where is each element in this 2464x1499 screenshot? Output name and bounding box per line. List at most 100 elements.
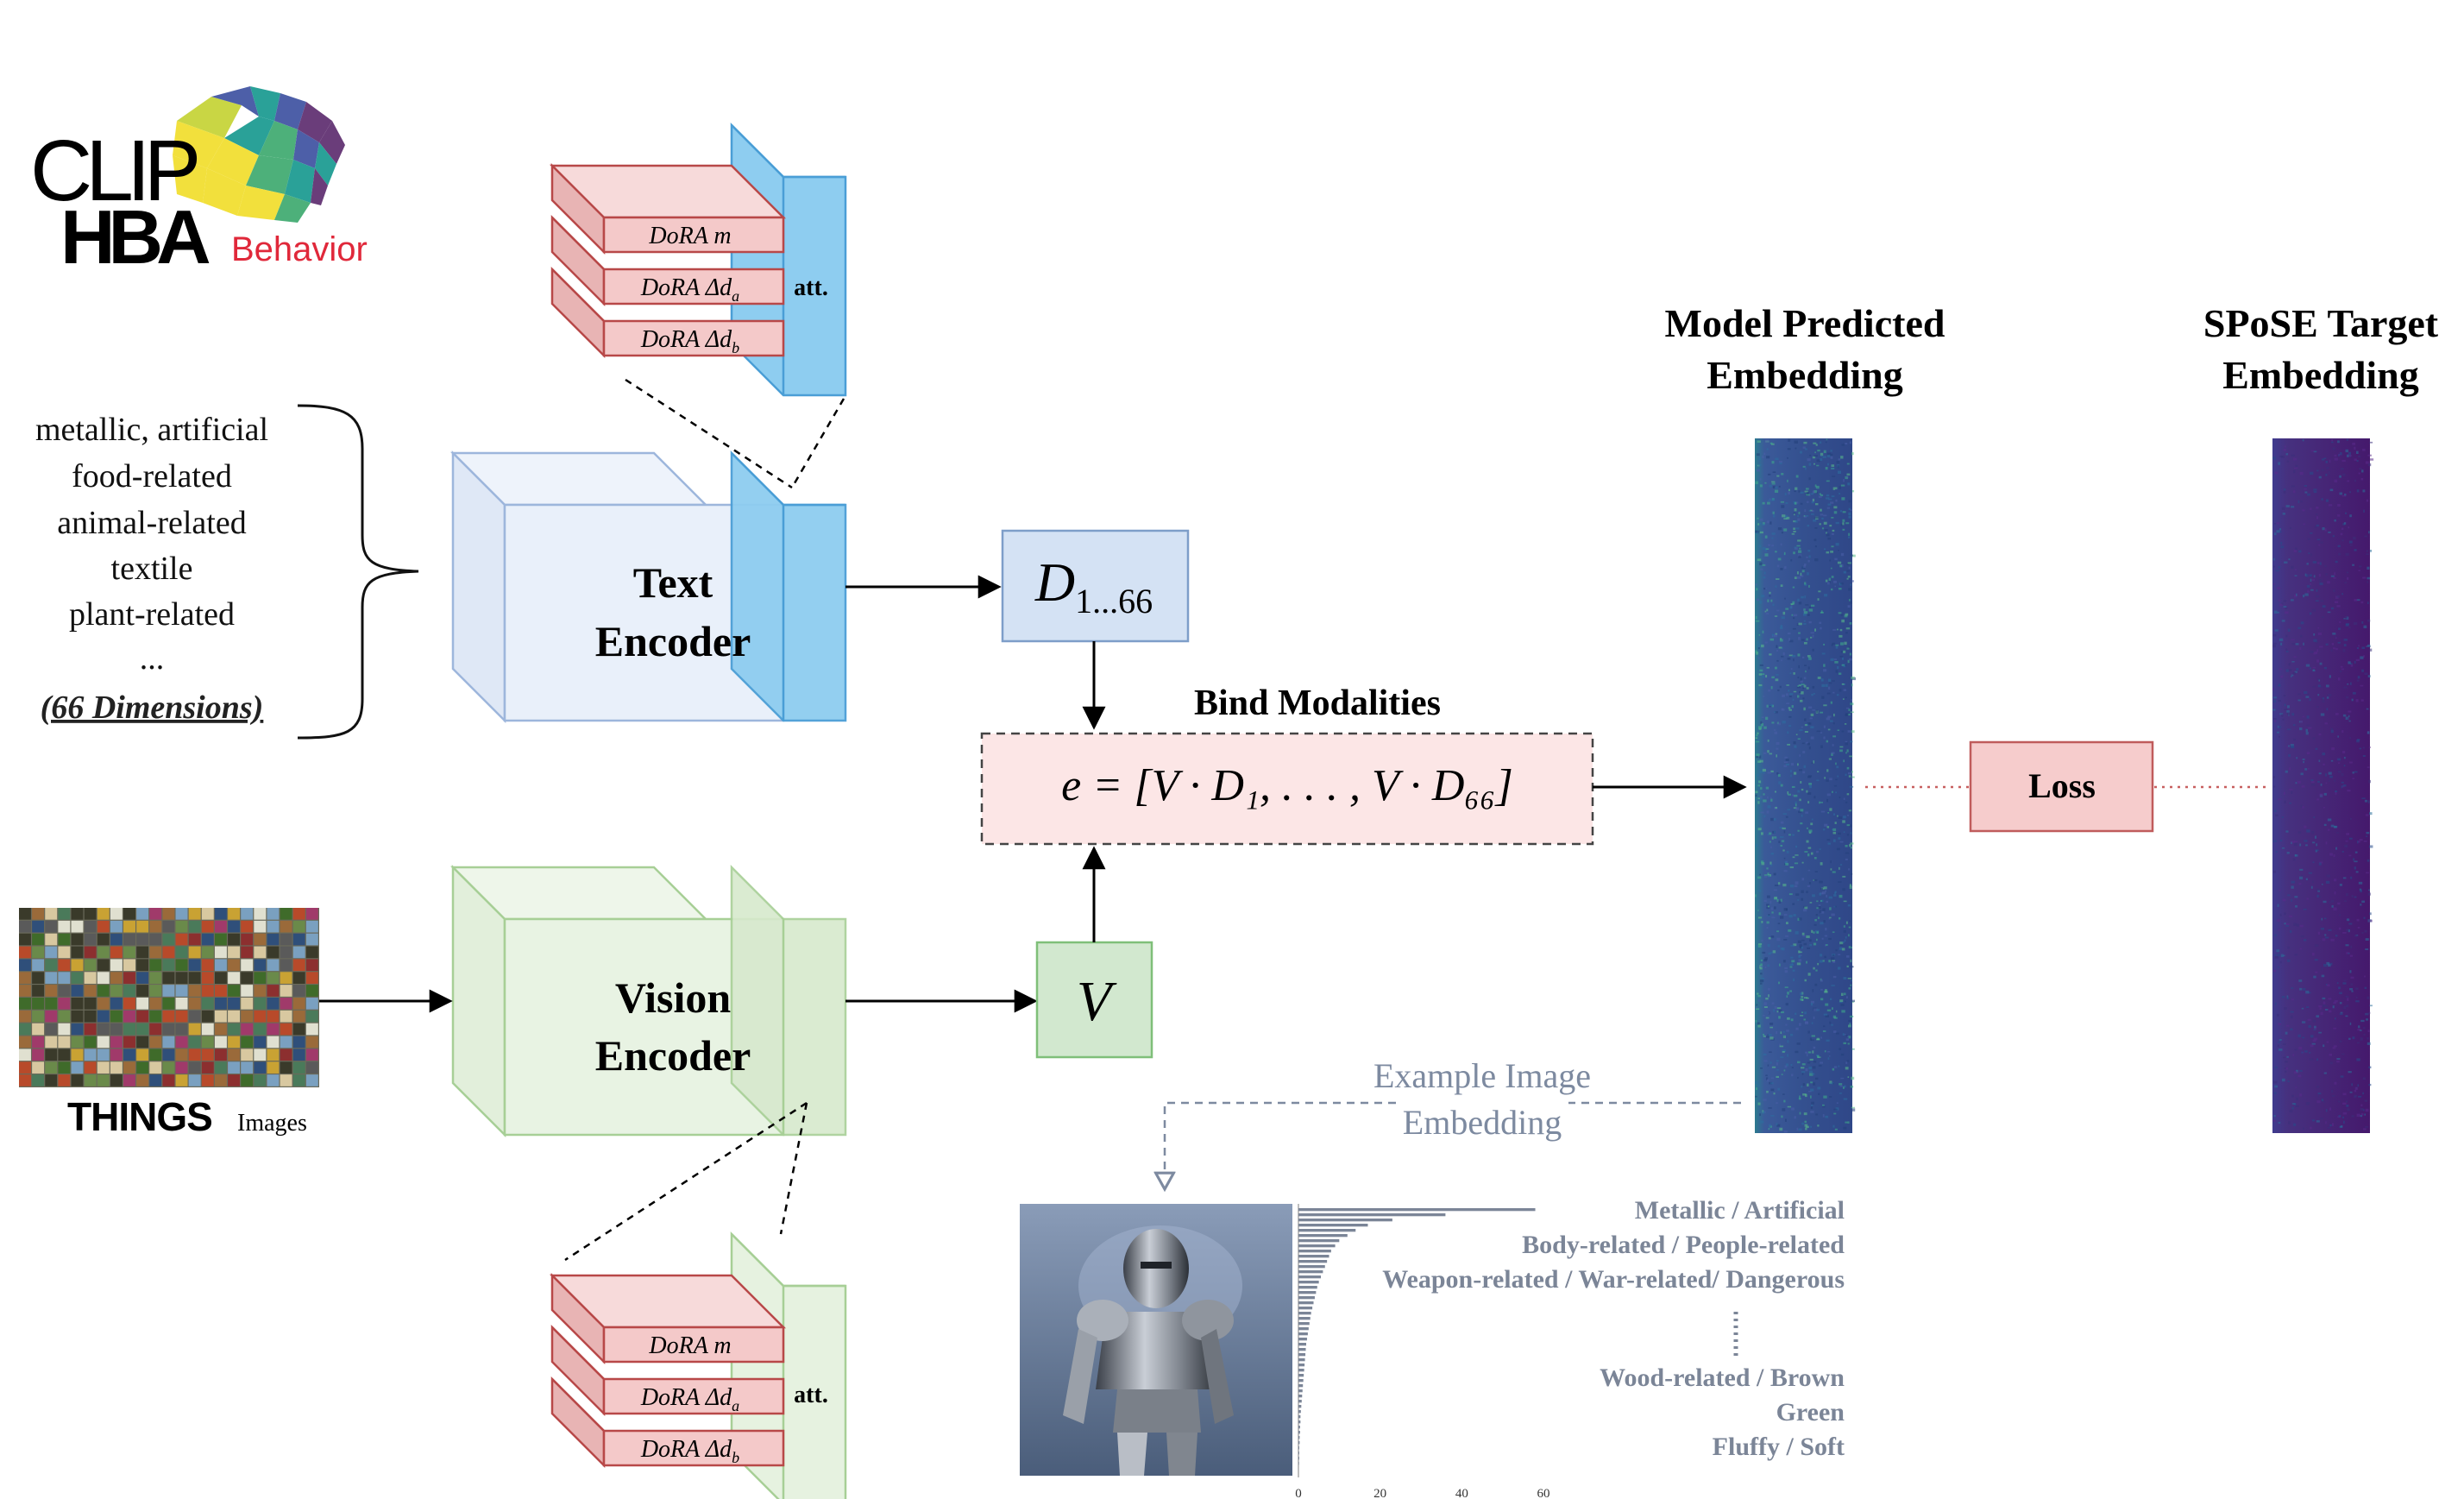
bar: [1298, 1260, 1328, 1263]
heatmap-cell: [1816, 1055, 1820, 1058]
heatmap-cell: [2338, 453, 2341, 456]
heatmap-cell: [1810, 736, 1814, 740]
heatmap-cell: [2327, 964, 2331, 967]
heatmap-cell: [2272, 688, 2274, 691]
thumbnail-tile: [97, 1036, 110, 1049]
heatmap-cell: [1780, 624, 1783, 627]
heatmap-cell: [1799, 729, 1803, 731]
heatmap-cell: [1768, 875, 1770, 878]
heatmap-cell: [1781, 1074, 1783, 1075]
thumbnail-tile: [97, 998, 110, 1010]
heatmap-cell: [1809, 902, 1813, 904]
bar: [1298, 1213, 1446, 1217]
thumbnail-tile: [136, 972, 149, 984]
heatmap-cell: [2344, 844, 2348, 847]
heatmap-cell: [1803, 515, 1806, 518]
thumbnail-tile: [162, 946, 175, 959]
heatmap-cell: [2330, 759, 2334, 762]
heatmap-cell: [1787, 457, 1788, 459]
bar: [1298, 1395, 1303, 1398]
heatmap-cell: [2331, 1095, 2335, 1097]
thumbnail-tile: [201, 908, 214, 920]
thumbnail-tile: [175, 1061, 188, 1074]
thumbnail-tile: [305, 985, 318, 997]
heatmap-cell: [1803, 441, 1807, 444]
heatmap-cell: [1798, 1023, 1801, 1026]
heatmap-cell: [1844, 614, 1848, 618]
heatmap-cell: [2291, 506, 2295, 508]
heatmap-cell: [1849, 785, 1854, 788]
heatmap-cell: [1840, 484, 1845, 487]
heatmap-cell: [2306, 898, 2309, 900]
thumbnail-tile: [84, 908, 97, 920]
heatmap-cell: [1765, 674, 1768, 678]
heatmap-cell: [1795, 893, 1800, 897]
heatmap-cell: [1842, 519, 1845, 522]
thumbnail-tile: [280, 946, 292, 959]
heatmap-cell: [2333, 647, 2335, 650]
thumbnail-tile: [228, 908, 241, 920]
heatmap-cell: [1837, 729, 1840, 731]
heatmap-cell: [1797, 653, 1801, 657]
heatmap-cell: [1763, 958, 1768, 962]
heatmap-cell: [1848, 772, 1852, 775]
heatmap-cell: [1786, 922, 1788, 925]
heatmap-cell: [2345, 944, 2349, 947]
thumbnail-tile: [32, 1049, 45, 1061]
heatmap-cell: [2322, 458, 2325, 461]
heatmap-cell: [1774, 790, 1776, 793]
thumbnail-tile: [32, 946, 45, 959]
heatmap-cell: [2325, 473, 2328, 476]
heatmap-cell: [2288, 669, 2292, 671]
heatmap-cell: [1779, 639, 1783, 642]
heatmap-cell: [1840, 992, 1844, 997]
heatmap-cell: [1802, 465, 1806, 468]
heatmap-cell: [2336, 595, 2341, 598]
bar: [1298, 1348, 1306, 1351]
heatmap-cell: [1795, 1012, 1797, 1015]
thumbnail-tile: [149, 1049, 162, 1061]
heatmap-cell: [1788, 654, 1794, 657]
heatmap-cell: [2322, 1004, 2326, 1007]
heatmap-cell: [1774, 731, 1777, 734]
heatmap-cell: [2273, 532, 2277, 536]
heatmap-cell: [1767, 805, 1771, 809]
heatmap-cell: [1768, 936, 1771, 940]
thumbnail-tile: [136, 985, 149, 997]
text-encoder-label: Text: [633, 558, 713, 607]
thumbnail-tile: [214, 1049, 227, 1061]
heatmap-cell: [1839, 1085, 1843, 1087]
heatmap-cell: [2280, 954, 2284, 958]
heatmap-cell: [1801, 1063, 1806, 1066]
heatmap-cell: [2343, 1120, 2345, 1124]
heatmap-cell: [2295, 1086, 2297, 1088]
heatmap-cell: [1828, 758, 1832, 760]
heatmap-cell: [1844, 723, 1847, 725]
heatmap-cell: [2305, 1006, 2310, 1009]
heatmap-cell: [2294, 896, 2298, 898]
heatmap-cell: [2282, 954, 2285, 957]
heatmap-cell: [1763, 588, 1766, 590]
heatmap-cell: [1796, 576, 1801, 579]
thumbnail-tile: [201, 985, 214, 997]
heatmap-cell: [2316, 469, 2319, 472]
heatmap-cell: [1808, 606, 1811, 608]
heatmap-cell: [2339, 492, 2343, 495]
heatmap-cell: [1802, 771, 1806, 774]
heatmap-cell: [2356, 918, 2360, 922]
heatmap-cell: [1794, 885, 1798, 888]
heatmap-cell: [2354, 934, 2358, 937]
heatmap-cell: [1806, 488, 1809, 490]
heatmap-cell: [2343, 756, 2346, 759]
heatmap-cell: [2308, 872, 2312, 874]
heatmap-cell: [1759, 562, 1763, 565]
heatmap-cell: [1784, 967, 1788, 969]
thumbnail-tile: [214, 1010, 227, 1023]
heatmap-cell: [2280, 541, 2283, 545]
heatmap-cell: [1762, 768, 1767, 772]
heatmap-cell: [1815, 485, 1820, 489]
heatmap-cell: [2285, 1061, 2289, 1063]
heatmap-cell: [2360, 1112, 2364, 1116]
heatmap-cell: [2274, 720, 2277, 722]
heatmap-cell: [2369, 912, 2372, 916]
